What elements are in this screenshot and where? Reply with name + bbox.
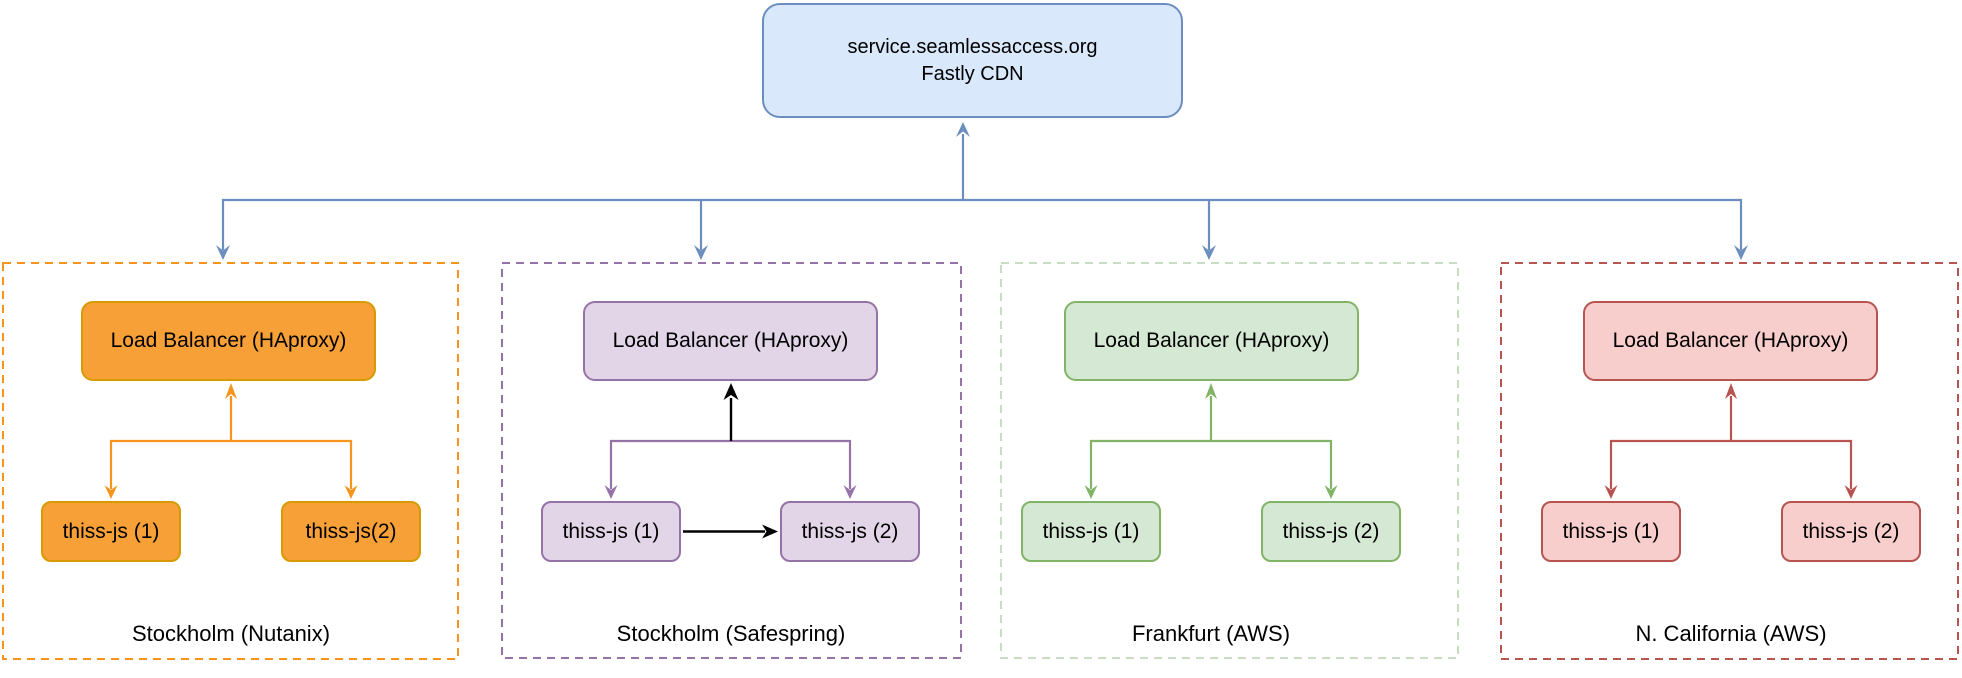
cluster4-connectors [1604, 383, 1858, 499]
down-arrowhead [1324, 485, 1338, 499]
cluster1-node1: thiss-js (1) [41, 501, 181, 562]
up-arrowhead [1205, 383, 1217, 399]
cluster2-black-arrowheads [723, 383, 778, 539]
down-arrowhead [694, 245, 708, 260]
cluster3-node1: thiss-js (1) [1021, 501, 1161, 562]
down-arrowhead [104, 485, 118, 499]
right-arrowhead [762, 524, 778, 539]
cluster4-node1: thiss-js (1) [1541, 501, 1681, 562]
cluster3-node2: thiss-js (2) [1261, 501, 1401, 562]
down-arrowhead [1844, 485, 1858, 499]
down-arrowhead [1084, 485, 1098, 499]
cluster2-arrowheads [604, 485, 857, 499]
up-arrowhead [1725, 383, 1737, 399]
cluster2-black-arrows [683, 383, 778, 539]
cluster1-label: Stockholm (Nutanix) [131, 621, 331, 646]
cluster1-lines [109, 396, 353, 489]
cluster3-label: Frankfurt (AWS) [1131, 621, 1291, 646]
down-arrowhead [344, 485, 358, 499]
down-arrowhead [216, 245, 230, 260]
cluster1-frame [2, 262, 459, 660]
cluster3-tree-path [1089, 396, 1333, 489]
cdn-node: service.seamlessaccess.org Fastly CDN [762, 3, 1183, 118]
cluster2-frame [501, 262, 962, 659]
cdn-tree-path [221, 134, 1743, 250]
cluster3-arrowheads [1084, 383, 1338, 499]
cdn-arrowheads [216, 122, 1748, 260]
cdn-provider: Fastly CDN [921, 62, 1024, 85]
cluster3-connectors [1084, 383, 1338, 499]
cdn-hostname: service.seamlessaccess.org [847, 35, 1098, 58]
cluster4-tree-path [1609, 396, 1853, 489]
cluster2-label: Stockholm (Safespring) [616, 621, 846, 646]
cdn-arrow-lines [221, 134, 1743, 250]
cluster2-connectors [604, 383, 857, 539]
cluster3-frame [1000, 262, 1459, 659]
cdn-distribution-arrows [216, 122, 1748, 260]
cluster2-load-balancer: Load Balancer (HAproxy) [583, 301, 878, 381]
up-arrowhead [956, 122, 970, 137]
cluster2-tree-path [609, 439, 852, 489]
cluster4-label: N. California (AWS) [1635, 621, 1827, 646]
cluster1-connectors [104, 383, 358, 499]
cluster2-lines [609, 439, 852, 489]
down-arrowhead [604, 485, 618, 499]
down-arrowhead [1202, 245, 1216, 260]
cluster4-frame [1500, 262, 1959, 660]
cluster1-tree-path [109, 396, 353, 489]
cluster2-black-lines [683, 398, 765, 533]
cluster4-load-balancer: Load Balancer (HAproxy) [1583, 301, 1878, 381]
cluster4-node2: thiss-js (2) [1781, 501, 1921, 562]
cluster1-load-balancer: Load Balancer (HAproxy) [81, 301, 376, 381]
cluster3-lines [1089, 396, 1333, 489]
cluster1-arrowheads [104, 383, 358, 499]
cluster1-node2: thiss-js(2) [281, 501, 421, 562]
cluster3-load-balancer: Load Balancer (HAproxy) [1064, 301, 1359, 381]
cluster4-lines [1609, 396, 1853, 489]
up-arrowhead [225, 383, 237, 399]
cluster4-arrowheads [1604, 383, 1858, 499]
down-arrowhead [843, 485, 857, 499]
cluster2-node1: thiss-js (1) [541, 501, 681, 562]
cluster2-node2: thiss-js (2) [780, 501, 920, 562]
down-arrowhead [1734, 245, 1748, 260]
cluster-frames [2, 262, 1959, 660]
up-arrowhead [723, 383, 739, 400]
down-arrowhead [1604, 485, 1618, 499]
